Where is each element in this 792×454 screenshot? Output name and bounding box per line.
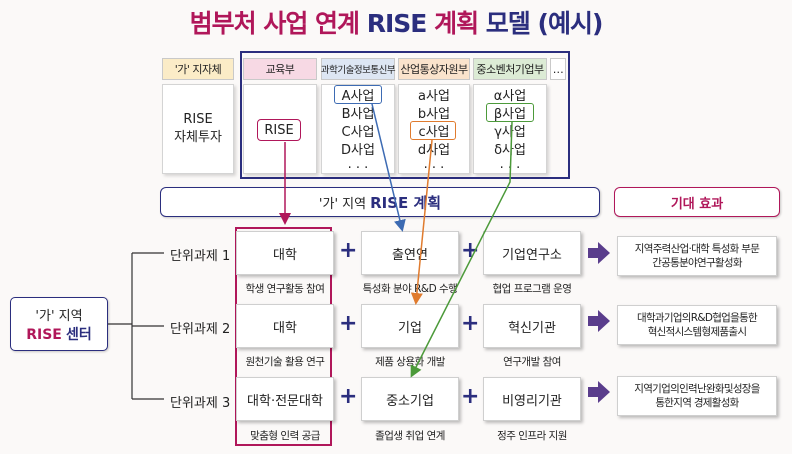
highlight-c [410, 121, 456, 140]
expected-effect-header: 기대 효과 [614, 187, 780, 217]
mss-column: α사업 β사업 γ사업 δ사업 · · · [473, 84, 547, 176]
plus-sign: + [339, 384, 358, 409]
rise-center-box: '가' 지역 RISE 센터 [10, 297, 108, 351]
unit1-sub-2: 특성화 분야 R&D 수행 [362, 283, 458, 295]
header-local: '가' 지자체 [162, 58, 234, 80]
msit-item-c: C사업 [341, 125, 375, 140]
unit3-sub-2: 졸업생 취업 연계 [375, 430, 445, 442]
unit2-box-innovation-agency: 혁신기관 [483, 304, 581, 348]
header-mss: 중소벤처기업부 [473, 58, 547, 80]
header-edu: 교육부 [243, 58, 317, 80]
unit1-box-university: 대학 [236, 231, 334, 275]
unit1-sub-3: 협업 프로그램 운영 [492, 283, 572, 295]
unit3-box-sme: 중소기업 [361, 377, 459, 421]
unit3-sub-3: 정주 인프라 지원 [497, 430, 567, 442]
unit1-sub-1: 학생 연구활동 참여 [245, 283, 325, 295]
unit3-box-nonprofit: 비영리기관 [483, 377, 581, 421]
plus-sign: + [461, 384, 480, 409]
plus-sign: + [339, 311, 358, 336]
unit1-box-research-institute: 출연연 [361, 231, 459, 275]
header-more: … [550, 58, 566, 80]
msit-item-a: A사업 [341, 89, 375, 104]
unit2-box-university: 대학 [236, 304, 334, 348]
plus-sign: + [461, 238, 480, 263]
msit-item-d: D사업 [341, 143, 375, 158]
header-msit: 과학기술정보통신부 [321, 58, 396, 80]
msit-item-more: · · · [347, 161, 369, 176]
unit-label-1: 단위과제 1 [170, 249, 231, 264]
unit2-box-company: 기업 [361, 304, 459, 348]
unit-label-2: 단위과제 2 [170, 322, 231, 337]
unit3-box-college: 대학·전문대학 [236, 377, 334, 421]
center-bracket [108, 252, 164, 400]
unit-label-3: 단위과제 3 [170, 396, 231, 411]
msit-item-b: B사업 [341, 107, 375, 122]
plus-sign: + [461, 311, 480, 336]
unit2-sub-3: 연구개발 참여 [503, 356, 561, 368]
unit3-sub-1: 맞춤형 인력 공급 [250, 430, 320, 442]
effect-arrows [588, 242, 610, 403]
unit2-sub-2: 제품 상용화 개발 [375, 356, 445, 368]
unit1-box-corporate-lab: 기업연구소 [483, 231, 581, 275]
edu-column [243, 84, 317, 174]
unit2-sub-1: 원천기술 활용 연구 [245, 356, 325, 368]
local-column: RISE 자체투자 [162, 84, 234, 174]
header-motie: 산업통상자원부 [398, 58, 470, 80]
plus-sign: + [339, 238, 358, 263]
highlight-a [334, 85, 382, 104]
page-title: 범부처 사업 연계 RISE 계획 모델 (예시) [189, 9, 604, 38]
rise-plan-bar: '가' 지역 RISE 계획 [160, 187, 600, 217]
ministries-frame [240, 51, 570, 179]
edu-rise-tag: RISE [257, 119, 301, 141]
highlight-beta [486, 103, 534, 122]
